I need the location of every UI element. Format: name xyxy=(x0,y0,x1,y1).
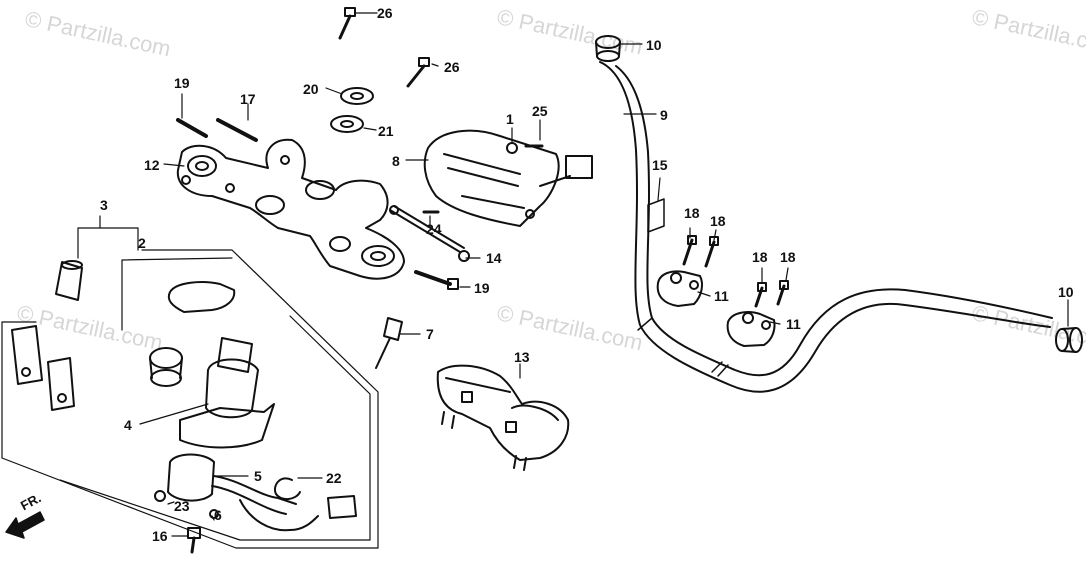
screw xyxy=(209,509,219,519)
top-bridge xyxy=(176,138,405,280)
callout-25: 25 xyxy=(532,103,548,119)
handle-switch-housing xyxy=(436,364,570,471)
washer xyxy=(330,115,364,133)
switch-base xyxy=(167,453,297,515)
leader-lines xyxy=(1,12,1069,549)
front-arrow-icon xyxy=(5,511,45,539)
bolt xyxy=(216,118,258,142)
callout-20: 20 xyxy=(303,81,319,97)
switch-seal xyxy=(47,357,75,411)
callout-2: 2 xyxy=(138,235,146,251)
callout-15: 15 xyxy=(652,157,668,173)
rubber-washer xyxy=(340,87,374,105)
callout-10: 10 xyxy=(1058,284,1074,300)
bolt xyxy=(176,118,208,138)
callout-7: 7 xyxy=(426,326,434,342)
callout-21: 21 xyxy=(378,123,394,139)
callout-17: 17 xyxy=(240,91,256,107)
callout-18: 18 xyxy=(710,213,726,229)
wire-clamp xyxy=(274,477,301,500)
callout-10: 10 xyxy=(646,37,662,53)
callout-19: 19 xyxy=(474,280,490,296)
callout-4: 4 xyxy=(124,417,132,433)
callout-19: 19 xyxy=(174,75,190,91)
bolt xyxy=(338,7,356,40)
callout-12: 12 xyxy=(144,157,160,173)
holder-bolt xyxy=(776,280,789,306)
handlebar xyxy=(599,61,1053,393)
holder-clamp-2 xyxy=(726,311,776,347)
bolt xyxy=(406,57,430,88)
screw xyxy=(154,490,166,502)
callout-9: 9 xyxy=(660,107,668,123)
callout-26: 26 xyxy=(377,5,393,21)
callout-22: 22 xyxy=(326,470,342,486)
bracket xyxy=(389,205,470,262)
grommet xyxy=(149,347,183,387)
ignition-key xyxy=(375,317,403,369)
callout-13: 13 xyxy=(514,349,530,365)
callout-23: 23 xyxy=(174,498,190,514)
rubber-plug xyxy=(55,260,83,301)
callout-14: 14 xyxy=(486,250,502,266)
callout-24: 24 xyxy=(426,221,442,237)
callout-18: 18 xyxy=(684,205,700,221)
screw xyxy=(187,527,201,554)
switch-seal xyxy=(11,325,43,385)
holder-clamp-1 xyxy=(656,270,703,307)
callout-1: 1 xyxy=(506,111,514,127)
holder-bolt xyxy=(682,235,697,266)
screw xyxy=(506,142,518,154)
bolt xyxy=(414,270,459,290)
callout-8: 8 xyxy=(392,153,400,169)
callout-6: 6 xyxy=(214,507,222,523)
callout-18: 18 xyxy=(752,249,768,265)
callout-18: 18 xyxy=(780,249,796,265)
connector xyxy=(239,495,357,532)
callout-11: 11 xyxy=(786,316,801,332)
holder-bolt xyxy=(754,282,767,308)
callout-3: 3 xyxy=(100,197,108,213)
callout-5: 5 xyxy=(254,468,262,484)
callout-16: 16 xyxy=(152,528,168,544)
holder-bolt xyxy=(704,236,719,268)
callout-26: 26 xyxy=(444,59,460,75)
bar-end-cap-top xyxy=(595,35,621,62)
switch-cap xyxy=(167,281,236,313)
callout-11: 11 xyxy=(714,288,729,304)
meter-cover xyxy=(423,129,593,227)
handlebar-sticker xyxy=(647,198,665,233)
ignition-switch xyxy=(179,337,275,449)
bar-end-cap-right xyxy=(1055,327,1083,353)
